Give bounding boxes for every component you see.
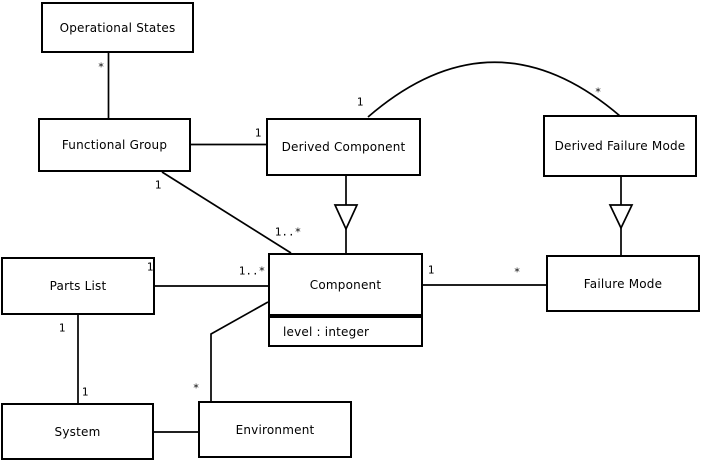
- class-name-component: Component: [309, 277, 382, 292]
- generalization-arrow-to-failure-mode: [608, 204, 634, 230]
- multiplicity-parts-list-system-target: 1: [81, 385, 89, 399]
- class-name-functional-group: Functional Group: [61, 138, 168, 152]
- class-name-system: System: [54, 424, 101, 439]
- class-component: Component level : integer: [268, 253, 423, 347]
- association-component-environment: [210, 301, 269, 401]
- multiplicity-fg-component-source: 1: [154, 178, 162, 192]
- association-arc-derived-component-derived-failure-mode: [367, 61, 621, 118]
- class-functional-group: Functional Group: [38, 118, 191, 172]
- class-component-title-compartment: Component: [270, 255, 421, 316]
- class-environment: Environment: [198, 401, 352, 458]
- class-component-attribute-compartment: level : integer: [270, 316, 421, 345]
- generalization-arrow-to-component: [333, 204, 359, 232]
- multiplicity-arc-derived-failure-mode-end: *: [594, 85, 602, 99]
- multiplicity-parts-list-component-target: 1..*: [238, 264, 266, 278]
- class-parts-list: Parts List: [1, 257, 155, 315]
- class-failure-mode: Failure Mode: [546, 255, 700, 312]
- multiplicity-arc-derived-component-end: 1: [356, 95, 364, 109]
- class-name-derived-component: Derived Component: [281, 140, 406, 154]
- multiplicity-fg-derived-component-end: 1: [254, 126, 262, 140]
- class-system: System: [1, 403, 154, 460]
- multiplicity-parts-list-system-source: 1: [58, 321, 66, 335]
- class-operational-states: Operational States: [41, 2, 194, 53]
- multiplicity-component-environment-end: *: [192, 381, 200, 395]
- class-name-failure-mode: Failure Mode: [583, 276, 663, 291]
- class-name-parts-list: Parts List: [49, 279, 107, 293]
- multiplicity-operational-states-end: *: [97, 60, 105, 74]
- class-name-operational-states: Operational States: [59, 20, 176, 35]
- class-name-derived-failure-mode: Derived Failure Mode: [554, 139, 686, 153]
- multiplicity-component-failure-mode-source: 1: [427, 263, 435, 277]
- multiplicity-parts-list-component-source: 1: [146, 260, 154, 274]
- attribute-level-integer: level : integer: [283, 324, 370, 339]
- class-name-environment: Environment: [235, 422, 315, 437]
- multiplicity-component-failure-mode-target: *: [513, 265, 521, 279]
- class-derived-component: Derived Component: [266, 118, 421, 176]
- class-derived-failure-mode: Derived Failure Mode: [543, 115, 697, 177]
- multiplicity-fg-component-target: 1..*: [274, 225, 302, 239]
- association-functional-group-component: [161, 171, 292, 254]
